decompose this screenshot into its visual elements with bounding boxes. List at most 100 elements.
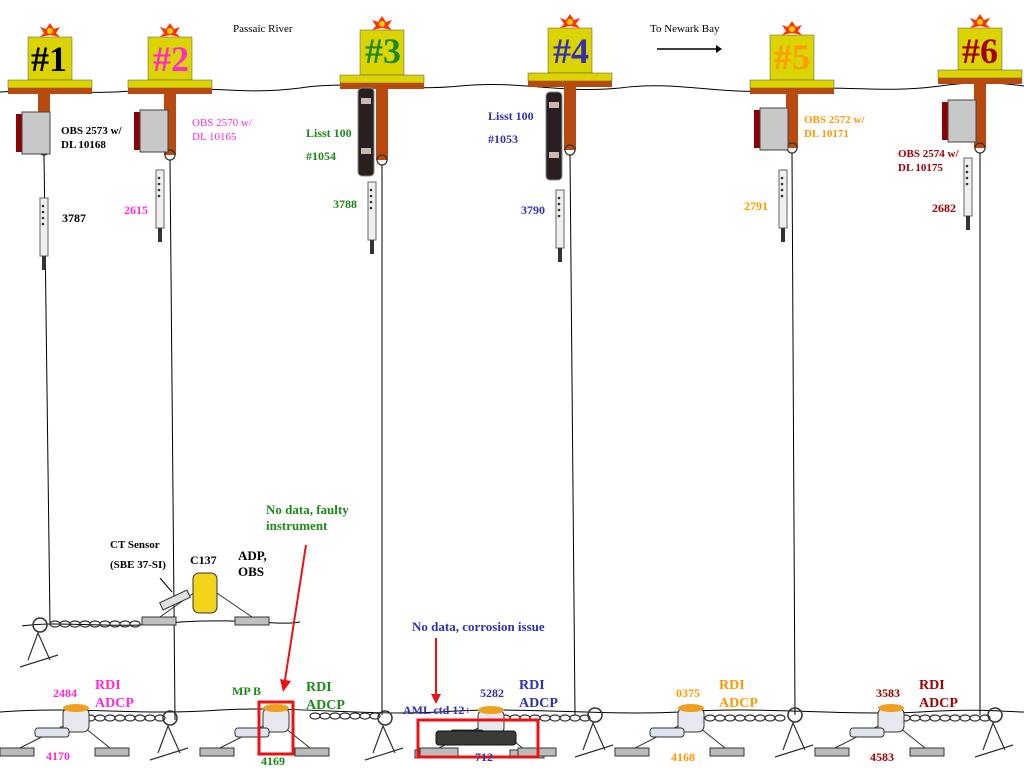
adcp-5-base-right xyxy=(909,747,945,757)
m2-sensor-label: 2615 xyxy=(124,203,148,217)
m6-adcp-label: RDI ADCP xyxy=(919,678,958,711)
chain-4-link xyxy=(559,714,571,722)
anchor-1-ring xyxy=(32,617,48,633)
adcp-5-battery xyxy=(849,727,885,738)
ct-4-port-3 xyxy=(557,208,561,212)
frame-base-right xyxy=(234,616,270,626)
m3-adcp-top: MP B xyxy=(232,684,261,698)
ct-1-port-3 xyxy=(41,216,45,220)
corrosion-arrow-head xyxy=(431,694,441,704)
buoy-4-platform-base xyxy=(528,81,612,87)
chain-2-link xyxy=(124,714,136,722)
adcp-4-head xyxy=(678,704,704,712)
ct-5-port-4 xyxy=(780,194,784,198)
buoy-3-platform-base xyxy=(340,83,424,89)
faulty-annotation: No data, faulty instrument xyxy=(266,502,349,534)
adcp-4-battery xyxy=(649,727,685,738)
adcp-2-battery xyxy=(234,727,270,738)
adcp-3-head xyxy=(478,706,504,714)
chain-1-link xyxy=(129,620,141,628)
adcp-4-base-right xyxy=(709,747,745,757)
m1-sensor-label: 3787 xyxy=(62,211,86,225)
chain-6-link xyxy=(939,714,951,722)
chain-5-link xyxy=(754,714,766,722)
m6-adcp-bottom: 4583 xyxy=(870,750,894,764)
flow-arrow-head xyxy=(716,45,722,53)
river-label: Passaic River xyxy=(233,23,293,35)
m2-obs-label: OBS 2570 w/ DL 10165 xyxy=(192,117,252,143)
m1-adcp-label: RDI ADCP xyxy=(95,678,134,711)
chain-5-link xyxy=(774,714,786,722)
m5-adcp-top: 0375 xyxy=(676,686,700,700)
buoy-4-light-core xyxy=(567,19,573,25)
anchor-6-icon xyxy=(974,721,1014,758)
ct-2-port-4 xyxy=(157,194,161,198)
ct-5-port-3 xyxy=(780,188,784,192)
faulty-arrow-head xyxy=(280,679,291,692)
buoy-5-platform-top xyxy=(749,79,835,89)
ct-2-tip xyxy=(158,228,162,242)
m4-ctd-label: AML ctd 12+ xyxy=(403,703,472,717)
ct-4-port-4 xyxy=(557,214,561,218)
m5-adcp-bottom: 4168 xyxy=(671,750,695,764)
buoy-6-pole xyxy=(974,84,986,148)
chain-5-link xyxy=(704,714,716,722)
buoy-2-light-core xyxy=(167,28,173,34)
ct-3-port-4 xyxy=(369,206,373,210)
obs-1-logger xyxy=(16,114,24,152)
chain-6-link xyxy=(929,714,941,722)
chain-5-link xyxy=(744,714,756,722)
m4-lisst-label: Lisst 100 xyxy=(488,109,534,123)
m6-adcp-top: 3583 xyxy=(876,686,900,700)
lisst-1-band-top xyxy=(361,98,371,104)
adcp-4-base-left xyxy=(614,747,650,757)
buoy-1-marker xyxy=(27,36,73,81)
direction-label: To Newark Bay xyxy=(650,23,720,35)
m1-adcp-top: 2484 xyxy=(53,686,77,700)
ct-pointer-arrow xyxy=(159,577,173,593)
chain-4-link xyxy=(549,714,561,722)
adcp-5-base-left xyxy=(814,747,850,757)
chain-6-link xyxy=(959,714,971,722)
lisst-2-band-top xyxy=(549,102,559,108)
chain-2-link xyxy=(94,714,106,722)
chain-1-link xyxy=(119,620,131,628)
ct-6-port-2 xyxy=(965,170,969,174)
ct-1-port-1 xyxy=(41,204,45,208)
adcp-2-base-left xyxy=(199,747,235,757)
buoy-3-light-core xyxy=(379,21,385,27)
m5-adcp-label: RDI ADCP xyxy=(719,678,758,711)
anchor-2-icon xyxy=(149,724,189,761)
m3-adcp-bottom: 4169 xyxy=(261,754,285,768)
ct-sensor-instrument xyxy=(159,589,191,611)
corrosion-annotation: No data, corrosion issue xyxy=(412,619,545,634)
chain-2-link xyxy=(114,714,126,722)
adcp-1-head xyxy=(63,704,89,712)
chain-1-link xyxy=(89,620,101,628)
obs-1-instrument xyxy=(21,111,51,155)
obs-3-instrument xyxy=(759,107,789,151)
chain-5-link xyxy=(724,714,736,722)
m4-sensor-label: 3790 xyxy=(521,203,545,217)
mooring-5-number: #5 xyxy=(774,37,810,77)
buoy-3-pole xyxy=(376,89,388,160)
chain-4-link xyxy=(569,714,581,722)
chain-6-link xyxy=(909,714,921,722)
chain-6-link xyxy=(919,714,931,722)
buoy-2-platform-top xyxy=(127,79,213,89)
ct-3-tip xyxy=(370,240,374,254)
mooring-2-number: #2 xyxy=(153,39,189,79)
obs-3-logger xyxy=(754,110,762,148)
buoy-2-platform-base xyxy=(128,88,212,94)
m5-sensor-label: 2791 xyxy=(744,199,768,213)
chain-6-link xyxy=(979,714,991,722)
ct-2-port-1 xyxy=(157,176,161,180)
buoy-5-marker xyxy=(769,34,815,81)
ct-5-tip xyxy=(781,228,785,242)
chain-3-link xyxy=(359,712,371,720)
chain-4-link xyxy=(539,714,551,722)
ct-1-port-2 xyxy=(41,210,45,214)
obs-2-instrument xyxy=(139,109,169,153)
mooring-5-line xyxy=(791,152,796,716)
anchor-3-icon xyxy=(364,724,404,761)
